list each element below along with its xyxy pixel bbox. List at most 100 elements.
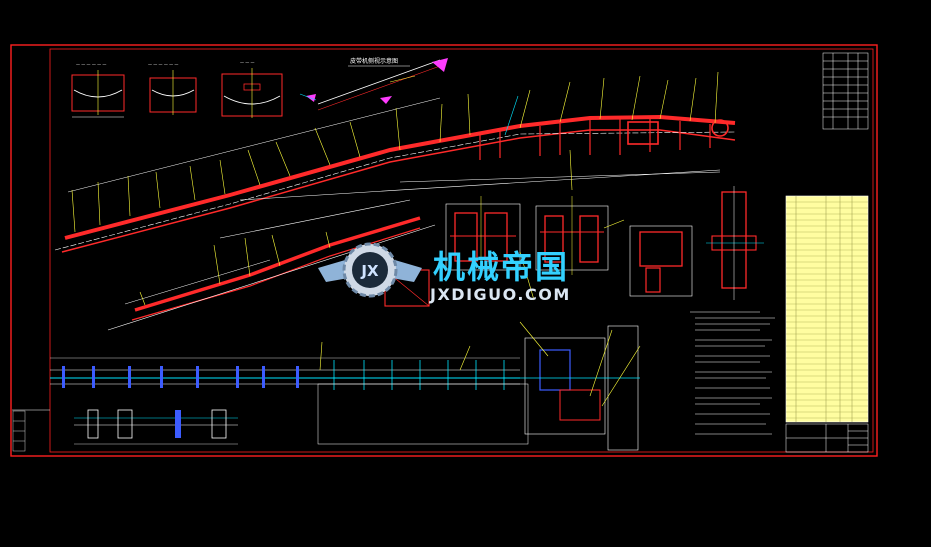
elevation-blue-support <box>128 366 131 388</box>
lower-leader <box>139 291 146 306</box>
upper-leader <box>71 189 76 233</box>
revision-table <box>822 52 869 130</box>
upper-leader <box>127 175 131 217</box>
horizontal-elevation <box>50 341 529 445</box>
head-station-tower <box>607 325 639 451</box>
parts-list-fill <box>785 195 869 423</box>
upper-leader <box>275 141 291 177</box>
elevation-blue-support <box>296 366 299 388</box>
watermark-en: JXDIGUO.COM <box>429 285 571 304</box>
inner-border <box>49 48 874 453</box>
watermark-cn: 机械帝国 <box>433 248 569 286</box>
elevation-blue-support <box>92 366 95 388</box>
detail-c-outline <box>629 225 693 297</box>
lower-leader <box>244 237 251 277</box>
technical-notes <box>690 311 775 435</box>
lower-ground-line <box>219 199 411 239</box>
detail-a-part-1 <box>454 212 478 262</box>
tail-frame-1 <box>87 409 99 439</box>
assembly-leader <box>603 219 625 229</box>
elevation-blue-supports <box>62 366 299 388</box>
outer-border <box>10 44 878 457</box>
upper-leader <box>519 89 531 129</box>
upper-leader <box>219 159 226 195</box>
elevation-leader <box>459 345 471 371</box>
elevation-blue-support <box>262 366 265 388</box>
lower-leader <box>325 231 331 249</box>
elevation-blue-support <box>196 366 199 388</box>
head-station-chute <box>539 349 571 391</box>
lower-belt-centerline <box>107 224 436 331</box>
schematic-leader-1 <box>299 93 317 101</box>
upper-leader <box>659 79 669 120</box>
upper-head-pulley <box>711 119 729 137</box>
detail-c-part-2 <box>645 267 661 293</box>
upper-leader <box>599 77 605 120</box>
parts-list <box>785 195 869 423</box>
upper-leader-cyan <box>504 95 519 136</box>
assembly-leaders <box>519 219 625 301</box>
lower-leaders <box>139 231 331 306</box>
lower-leader <box>271 234 281 267</box>
upper-ground-line-2 <box>399 171 721 183</box>
upper-leader <box>314 127 331 166</box>
upper-leader <box>569 149 573 191</box>
detail-a-part-2 <box>484 212 508 262</box>
parts-list-rows <box>786 201 868 419</box>
schematic-belt-return <box>317 65 441 111</box>
upper-ground-line <box>239 169 721 201</box>
head-station-leader <box>519 321 549 357</box>
head-station-detail <box>519 321 641 451</box>
cross-section-details: — — — — — — — — — — — — — — — <box>71 60 283 118</box>
elevation-blue-support <box>160 366 163 388</box>
lower-belt-top <box>134 216 421 312</box>
elevation-leaders <box>319 341 471 371</box>
upper-leader <box>189 165 196 201</box>
lower-dim-line <box>124 259 271 305</box>
upper-belt-centerline <box>54 131 736 251</box>
elevation-blue-support <box>62 366 65 388</box>
watermark: JX 机械帝国 JXDIGUO.COM <box>318 242 571 304</box>
detail-a-outline <box>445 203 521 271</box>
upper-belt-bottom <box>61 129 736 253</box>
tail-end-detail <box>74 409 238 445</box>
elevation-leader <box>319 341 323 371</box>
upper-leader <box>631 75 641 121</box>
upper-leader <box>349 121 361 158</box>
elevation-pit <box>317 383 529 445</box>
tail-pulley <box>175 410 181 438</box>
detail-b-part-2 <box>579 215 599 263</box>
elevation-blue-support <box>236 366 239 388</box>
drawing-frame <box>10 44 878 457</box>
section-3-label: — — — <box>240 60 255 65</box>
tail-frame-2 <box>117 409 133 439</box>
parts-list-grid <box>795 196 853 422</box>
main-conveyor-lower <box>107 199 436 331</box>
upper-support-legs <box>479 119 711 160</box>
title-block <box>785 423 869 453</box>
detail-b-part-1 <box>544 215 564 263</box>
lower-belt-bottom <box>131 227 421 321</box>
side-schematic: 皮带机侧视示意图 <box>299 57 448 111</box>
section-1-label: — — — — — — <box>76 62 106 67</box>
lower-leader <box>213 244 221 285</box>
upper-leaders <box>71 71 719 233</box>
logo-gear-inner <box>352 252 388 288</box>
schematic-tail-mark <box>380 96 392 104</box>
upper-leader <box>395 107 401 151</box>
upper-leader <box>689 77 697 122</box>
tail-frame-3 <box>211 409 227 439</box>
detail-c-part-1 <box>639 231 683 267</box>
elevation-cyan-ticks <box>333 360 505 390</box>
main-title: 皮带机侧视示意图 <box>350 57 398 65</box>
main-conveyor-upper <box>54 71 736 253</box>
schematic-belt <box>317 59 441 105</box>
section-2-label: — — — — — — <box>148 62 178 67</box>
revision-table-outline <box>822 52 869 130</box>
upper-belt-top <box>64 114 736 240</box>
left-strip-table <box>12 410 26 452</box>
schematic-head-pulley <box>432 58 448 72</box>
head-station-frame <box>524 337 606 435</box>
upper-leader <box>155 171 161 209</box>
